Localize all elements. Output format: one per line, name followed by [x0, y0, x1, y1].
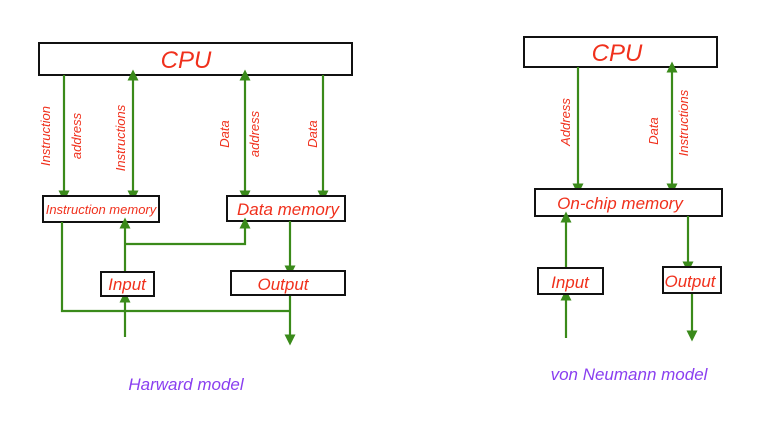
vn-output-box	[662, 266, 722, 294]
vn-bus-label-data: Data	[646, 117, 661, 144]
vn-input-box	[537, 267, 604, 295]
data-memory-label: Data memory	[237, 200, 341, 219]
harvard-output-label: Output	[257, 275, 309, 294]
harvard-cpu-block: CPU	[38, 42, 353, 76]
vn-output-label: Output	[664, 272, 716, 291]
harvard-cpu-label: CPU	[161, 47, 212, 74]
vn-cpu-block: CPU	[523, 36, 718, 68]
instruction-memory-label: Instruction memory	[46, 202, 158, 217]
von-neumann-model: CPU Address Data Instructions On-chip me…	[523, 36, 723, 384]
bus-label-data-address-1: Data	[217, 120, 232, 147]
vn-bus-label-address: Address	[558, 98, 573, 147]
harvard-caption: Harward model	[128, 375, 244, 394]
instruction-memory-block: Instruction memory	[42, 195, 160, 223]
instruction-memory-box	[42, 195, 160, 223]
bus-label-instructions: Instructions	[113, 104, 128, 171]
vn-caption: von Neumann model	[551, 365, 709, 384]
harvard-input-box	[100, 271, 155, 297]
data-memory-box	[226, 195, 346, 222]
harvard-input-block: Input	[100, 271, 155, 297]
vn-input-label: Input	[551, 273, 590, 292]
vn-cpu-box	[523, 36, 718, 68]
bus-label-data-address-2: address	[247, 110, 262, 157]
bus-label-data: Data	[305, 120, 320, 147]
on-chip-memory-block: On-chip memory	[534, 188, 723, 217]
harvard-cpu-box	[38, 42, 353, 76]
bus-label-instruction: Instruction	[38, 106, 53, 166]
bus-label-address: address	[69, 112, 84, 159]
data-memory-block: Data memory	[226, 195, 346, 222]
vn-bus-label-instructions: Instructions	[676, 89, 691, 156]
harvard-model: CPU Instruction address Instructions Dat…	[38, 42, 353, 394]
vn-output-block: Output	[662, 266, 722, 294]
vn-cpu-label: CPU	[592, 40, 643, 67]
harvard-output-block: Output	[230, 270, 346, 296]
on-chip-memory-label: On-chip memory	[557, 194, 684, 213]
vn-input-block: Input	[537, 267, 604, 295]
input-to-data-memory-wire	[125, 217, 251, 246]
instruction-memory-to-output-wire	[60, 222, 290, 313]
harvard-input-label: Input	[108, 275, 147, 294]
harvard-output-box	[230, 270, 346, 296]
